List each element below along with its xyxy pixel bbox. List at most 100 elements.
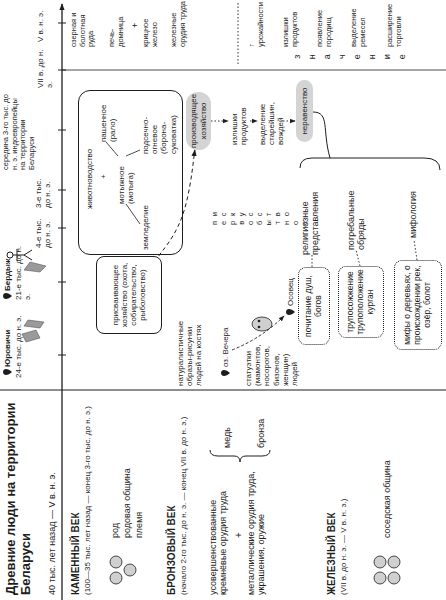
node-text: животноводство <box>85 139 94 209</box>
node-text: присваивающее хозяйство (охота, собирате… <box>111 260 148 330</box>
branch-line <box>106 142 118 156</box>
era-label: (100—35 тыс. лет назад — конец 3-го тыс.… <box>83 395 92 595</box>
iron-age-label: появление городищ <box>316 0 333 47</box>
community-icon <box>374 556 400 584</box>
dotted-leader <box>312 255 313 267</box>
iron-age-label: печь-домница <box>108 0 125 47</box>
era-label: (VII в. до н. э. — V в. н. э.) <box>339 395 348 595</box>
group-bracket <box>300 158 440 170</box>
culture-label: оз. Вечера <box>221 317 230 367</box>
person-circle <box>388 556 400 568</box>
curly-brace <box>210 450 270 462</box>
person-circle <box>124 564 136 576</box>
era-label: усовершенствованные кремнёвые орудия тру… <box>208 460 229 595</box>
branch-line <box>126 150 140 156</box>
axis-tick <box>58 23 66 24</box>
culture-label: мифология <box>408 168 418 238</box>
place-pin <box>286 309 295 315</box>
timeline-label: 4-е тыс. до н. э. <box>34 208 52 248</box>
node-text: мотыжное (мотыга) <box>117 144 135 204</box>
connector-layer <box>159 150 195 256</box>
economy-group-box: животноводство+мотыжное (мотыга)земледел… <box>78 90 183 255</box>
diagram-title: Древние люди на территории Беларуси <box>4 395 34 595</box>
iron-age-label: ↑ урожайности <box>248 0 265 47</box>
era-label: КАМЕННЫЙ ВЕК <box>70 395 82 595</box>
era-label: родовая община <box>122 438 132 538</box>
mask-eye <box>258 326 261 329</box>
timeline-label: VII в. до н. э. <box>36 48 54 88</box>
flint-tool <box>24 262 46 272</box>
dotted-arrow <box>211 121 228 122</box>
column-divider <box>0 390 446 391</box>
node-text: пашенное (рало) <box>99 92 117 142</box>
timeline-label: Бердыж <box>3 241 12 291</box>
axis-tick <box>58 228 66 229</box>
flint-tool <box>24 320 44 328</box>
economy-pill: производящее хозяйство <box>186 92 211 150</box>
time-axis <box>61 4 62 600</box>
node-text: трупосожжение трупоположение курган <box>346 269 375 335</box>
clan-icon <box>110 556 136 584</box>
node-text: почитание душ, богов <box>304 270 324 342</box>
branch-line <box>126 204 140 224</box>
culture-label: Осовец <box>286 256 295 306</box>
flint-tools-icon <box>22 262 46 342</box>
era-label: металлические орудия труда, украшения, о… <box>246 460 267 595</box>
era-label: род <box>110 438 120 538</box>
era-label: БРОНЗОВЫЙ ВЕК <box>166 395 178 595</box>
culture-label: натуралистичные образы-рисунки людей на … <box>176 318 204 386</box>
era-label: племя <box>134 438 144 538</box>
timeline-label: 40 тыс. лет назад — V в. н. э. <box>47 395 57 595</box>
iron-age-label: значение <box>292 52 432 62</box>
era-label: медь <box>222 398 232 448</box>
node-text: подсечно-огневое (борона-суковатка) <box>141 92 178 154</box>
era-label: бронза <box>256 398 266 448</box>
culture-label: первобытное искусство <box>210 211 294 228</box>
node-text: производящее хозяйство <box>189 94 207 148</box>
iron-age-label: излишки продуктов <box>282 0 299 47</box>
axis-tick <box>58 130 66 131</box>
timeline-label: середина 3-го тыс. до н. э. индоевропейц… <box>2 90 37 170</box>
timeline-label: 21-е тыс. до н. э. <box>14 240 32 300</box>
iron-age-label: крицное железо <box>142 0 159 47</box>
iron-age-label: выделение ремесел <box>350 0 367 47</box>
culture-label: религиозные представления <box>300 173 321 255</box>
iron-age-label: + <box>130 16 140 28</box>
place-pin <box>221 370 230 376</box>
person-circle <box>110 572 122 584</box>
dotted-arrow <box>250 121 257 122</box>
timeline-label: 3-е тыс. до н. э. <box>34 168 52 208</box>
culture-label: погребальные обряды <box>346 170 367 250</box>
axis-tick <box>58 70 66 71</box>
dashed-connector <box>159 150 195 256</box>
axis-tick <box>58 282 66 283</box>
figure-head <box>7 252 13 258</box>
iron-age-divider <box>62 70 446 71</box>
era-label: соседская община <box>382 418 392 538</box>
person-circle <box>388 572 400 584</box>
timeline-label: Юровичи <box>3 312 12 367</box>
axis-ticks <box>58 23 66 355</box>
iron-age-label: расширение торговли <box>386 0 403 47</box>
mask-eye <box>258 320 261 323</box>
connector-curve <box>313 112 330 158</box>
flint-tool <box>22 330 40 342</box>
node-text: неравенство <box>300 87 309 134</box>
dotted-leader <box>356 250 360 266</box>
burial-box: трупосожжение трупоположение курган <box>338 266 384 338</box>
iron-age-label: железные орудия труда <box>170 0 187 47</box>
culture-label: статуэтки (мамонтов, носорогов, бизонов,… <box>244 334 299 386</box>
person-circle <box>374 572 386 584</box>
person-circle <box>374 556 386 568</box>
dotted-leader <box>414 240 417 260</box>
place-pin <box>3 293 12 299</box>
iron-age-label: озерная и болотная руда <box>70 0 96 47</box>
inequality-pill: неравенство <box>296 80 313 142</box>
era-label: + <box>233 518 245 538</box>
person-circle <box>110 556 122 568</box>
belief-box: почитание душ, богов <box>298 267 330 345</box>
axis-tick <box>58 355 66 356</box>
dotted-leader <box>238 2 239 64</box>
